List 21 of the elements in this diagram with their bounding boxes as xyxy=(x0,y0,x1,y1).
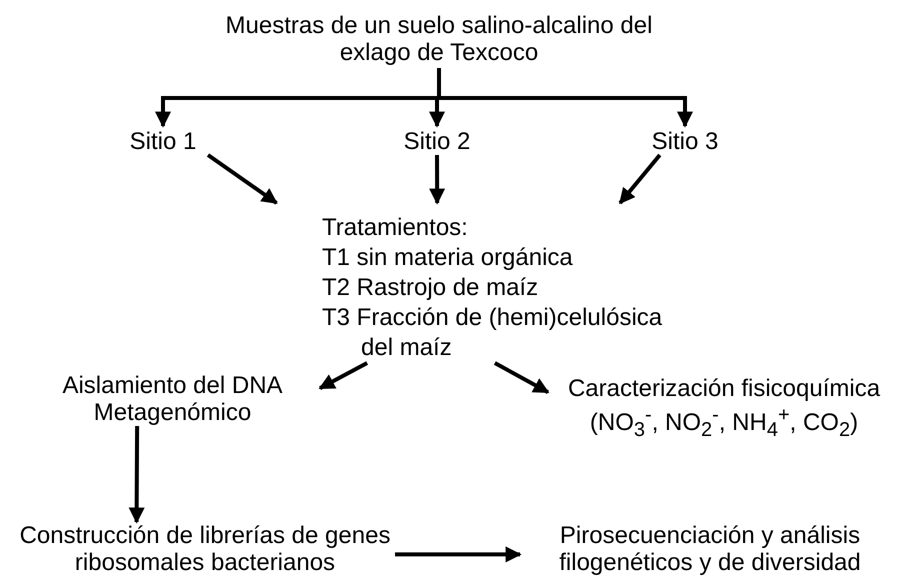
heading-text: Tratamientos: xyxy=(322,213,469,243)
heading-text: Caracterización fisicoquímica xyxy=(566,375,882,402)
node-text: Sitio 2 xyxy=(402,128,472,155)
node-text: Pirosecuenciación y análisis filogenéticos y de diversidad xyxy=(558,522,862,576)
arrow xyxy=(618,154,662,204)
node-text: (NO$_{3}$$^{-}$, NO$_{2}$$^{-}$, NH$_{4}$$^{+}$, CO$_{2}$) xyxy=(588,403,860,443)
node-text: Sitio 1 xyxy=(128,128,198,155)
arrow xyxy=(395,546,522,562)
arrow xyxy=(494,361,550,394)
node-text: Sitio 3 xyxy=(650,128,720,155)
node-text: Muestras de un suelo salino-alcalino del exlago de Texcoco xyxy=(224,12,654,66)
arrow xyxy=(128,426,145,524)
arrow xyxy=(437,68,693,128)
arrow xyxy=(318,361,368,390)
node-text: Aislamiento del DNA Metagenómico xyxy=(61,372,284,426)
arrow xyxy=(206,153,278,205)
node-text: T1 sin materia orgánica xyxy=(322,243,574,273)
arrow xyxy=(429,155,446,205)
node-text: T3 Fracción de (hemi)celulósica del maíz xyxy=(322,303,664,363)
node-text: T2 Rastrojo de maíz xyxy=(322,273,540,303)
node-text: Construcción de librerías de genes ribosomales bacterianos xyxy=(18,522,392,576)
